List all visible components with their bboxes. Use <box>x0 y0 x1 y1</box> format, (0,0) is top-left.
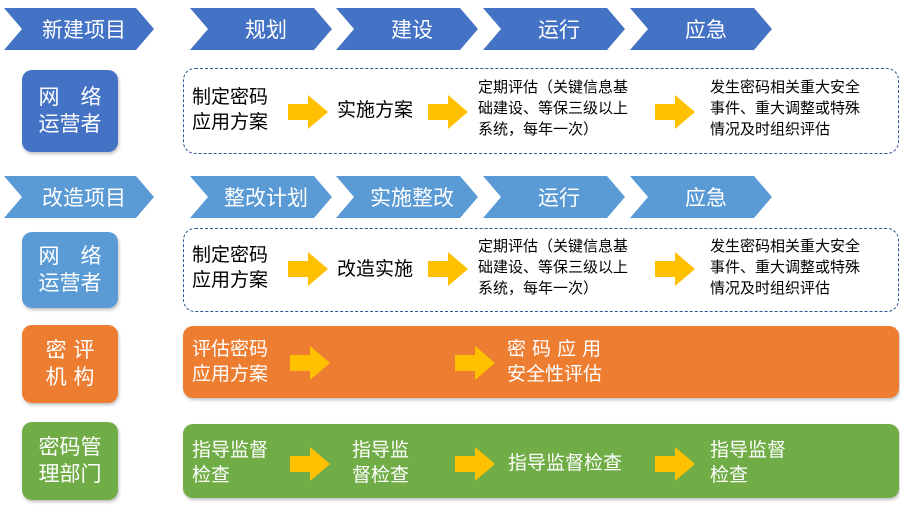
arrow-right-icon <box>290 447 330 481</box>
process-item: 定期评估（关键信息基 础建设、等保三级以上 系统，每年一次） <box>478 237 629 297</box>
arrow-right-icon <box>655 252 695 286</box>
step-rectification-plan: 整改计划 <box>190 176 332 218</box>
arrow-right-icon <box>455 346 495 380</box>
process-item: 指导监 督检查 <box>352 439 410 486</box>
actor-label: 密码管 理部门 <box>38 435 102 486</box>
header-renovation-project: 改造项目 <box>4 176 154 218</box>
step-label: 运行 <box>538 18 580 42</box>
actor-network-operator: 网 络 运营者 <box>22 232 118 308</box>
process-item: 改造实施 <box>337 258 414 280</box>
actor-label: 网 络 运营者 <box>38 85 102 136</box>
step-planning: 规划 <box>190 8 332 50</box>
arrow-right-icon <box>290 346 330 380</box>
process-item: 指导监督 检查 <box>192 439 269 486</box>
process-item: 制定密码 应用方案 <box>192 86 269 133</box>
header-new-project: 新建项目 <box>4 8 154 50</box>
header-renovation-project-label: 改造项目 <box>42 186 126 210</box>
step-implement-rectification: 实施整改 <box>336 176 478 218</box>
arrow-right-icon <box>288 252 328 286</box>
step-label: 运行 <box>538 186 580 210</box>
step-emergency: 应急 <box>630 176 772 218</box>
actor-label: 网 络 运营者 <box>38 244 102 295</box>
process-item: 指导监督 检查 <box>710 439 787 486</box>
step-operation: 运行 <box>483 176 625 218</box>
arrow-right-icon <box>288 95 328 129</box>
process-item: 制定密码 应用方案 <box>192 244 269 291</box>
arrow-right-icon <box>428 252 468 286</box>
actor-assessment-agency: 密 评 机 构 <box>22 325 118 403</box>
step-label: 整改计划 <box>224 186 308 210</box>
process-item: 实施方案 <box>337 99 414 121</box>
actor-network-operator: 网 络 运营者 <box>22 70 118 152</box>
arrow-right-icon <box>655 447 695 481</box>
arrow-right-icon <box>428 95 468 129</box>
arrow-right-icon <box>455 447 495 481</box>
process-item: 定期评估（关键信息基 础建设、等保三级以上 系统，每年一次） <box>478 78 629 138</box>
process-item: 密 码 应 用 安全性评估 <box>507 338 603 385</box>
process-item: 发生密码相关重大安全 事件、重大调整或特殊 情况及时组织评估 <box>710 78 861 138</box>
process-item: 评估密码 应用方案 <box>192 338 269 385</box>
step-label: 建设 <box>391 18 433 42</box>
step-operation: 运行 <box>483 8 625 50</box>
arrow-right-icon <box>655 95 695 129</box>
actor-management-department: 密码管 理部门 <box>22 422 118 500</box>
step-label: 规划 <box>245 18 287 42</box>
process-item: 发生密码相关重大安全 事件、重大调整或特殊 情况及时组织评估 <box>710 237 861 297</box>
actor-label: 密 评 机 构 <box>45 338 95 389</box>
process-item: 指导监督检查 <box>508 452 623 474</box>
step-label: 实施整改 <box>370 186 454 210</box>
step-construction: 建设 <box>336 8 478 50</box>
step-label: 应急 <box>685 18 727 42</box>
step-emergency: 应急 <box>630 8 772 50</box>
header-new-project-label: 新建项目 <box>42 18 126 42</box>
step-label: 应急 <box>685 186 727 210</box>
